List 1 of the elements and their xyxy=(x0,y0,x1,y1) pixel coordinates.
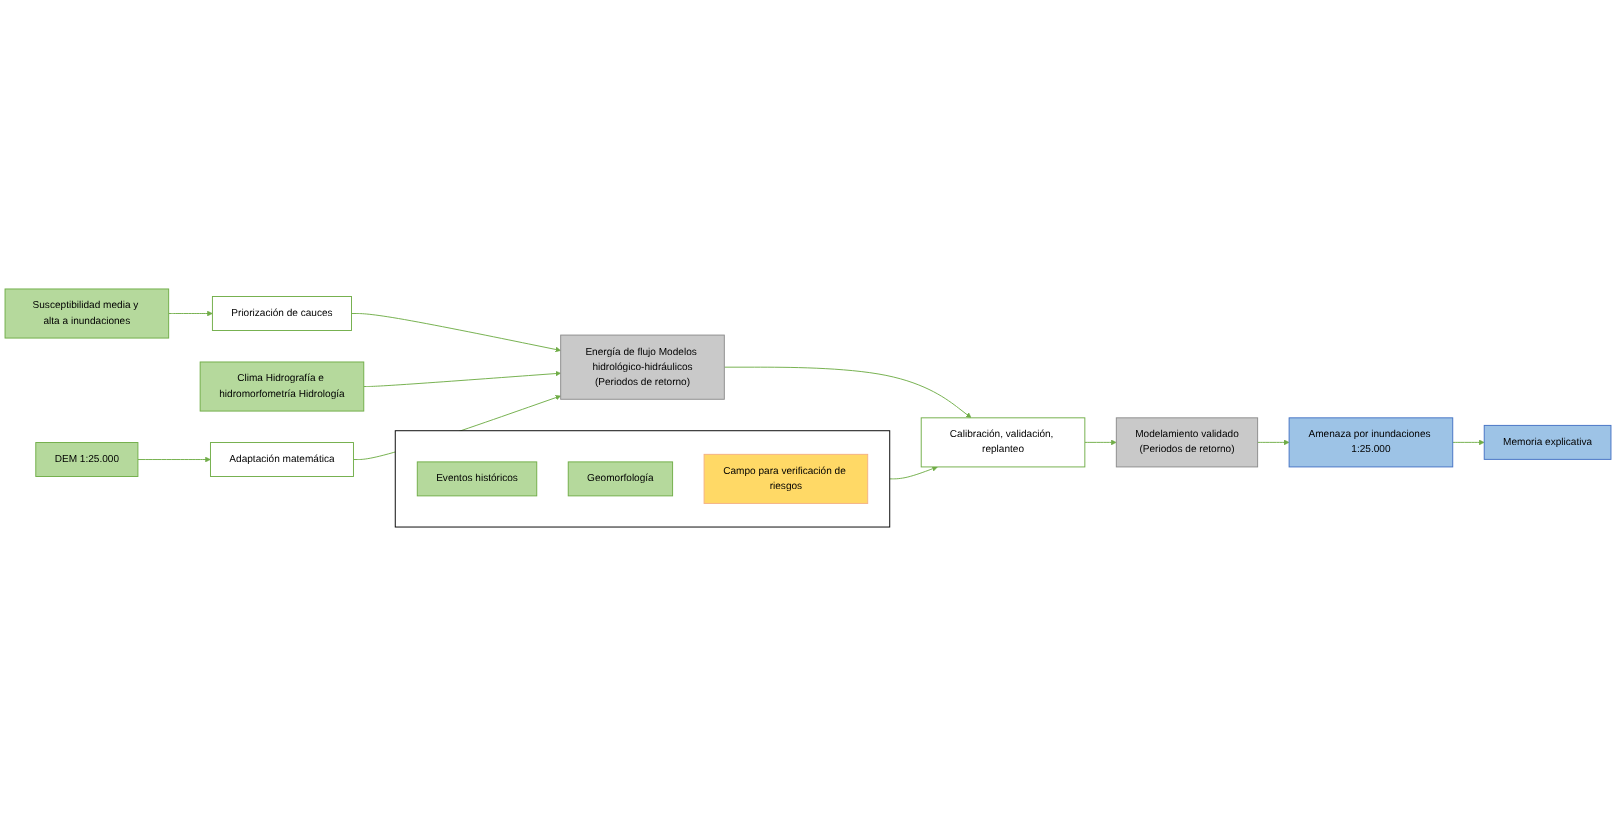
cluster xyxy=(394,430,891,528)
